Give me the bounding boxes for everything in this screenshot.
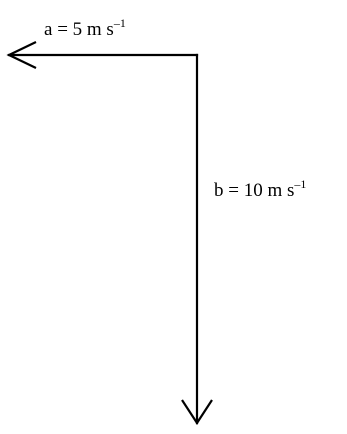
vector-a-arrow xyxy=(6,41,199,69)
vector-b-name: b xyxy=(214,180,224,201)
vector-b-arrowhead xyxy=(181,399,213,426)
vector-b-arrow xyxy=(181,53,213,426)
vector-a-equals: = xyxy=(57,19,68,40)
vector-a-unit: m s xyxy=(86,19,114,40)
vector-a-arrowhead xyxy=(6,41,37,69)
vector-b-equals: = xyxy=(228,180,239,201)
vector-b-value: 10 xyxy=(243,180,263,201)
vector-b-label: b = 10 m s–1 xyxy=(214,178,306,201)
vector-a-unit-exponent: –1 xyxy=(113,16,126,30)
vector-a-label: a = 5 m s–1 xyxy=(44,17,126,40)
vector-b-unit-exponent: –1 xyxy=(294,177,307,191)
vector-a-value: 5 xyxy=(72,19,83,40)
vector-b-unit: m s xyxy=(267,180,295,201)
vector-a-name: a xyxy=(44,19,53,40)
